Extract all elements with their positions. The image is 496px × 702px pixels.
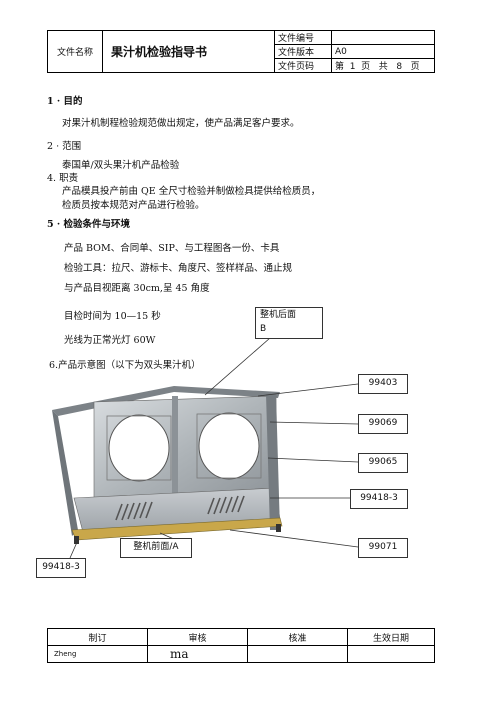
footer-col-reviewed: 审核 [147,628,248,646]
doc-name-label: 文件名称 [47,30,103,73]
callout-99069: 99069 [358,414,408,434]
section-6-title: 6.产品示意图（以下为双头果汁机） [49,360,201,371]
callout-99418-3-left: 99418-3 [36,558,86,578]
footer-reviewed-value: ma [147,645,248,663]
page-label: 文件页码 [274,58,332,73]
section-2-title: 2 · 范围 [47,141,82,152]
section-1-text: 对果汁机制程检验规范做出规定，使产品满足客户要求。 [62,118,300,129]
signature-table: 制订 审核 核准 生效日期 Zheng ma [47,628,435,663]
section-5-line-3: 与产品目视距离 30cm,呈 45 角度 [64,283,210,294]
callout-front-a: 整机前面/A [120,538,192,558]
footer-col-prepared: 制订 [47,628,148,646]
callout-rear-b: 整机后面 B [255,307,323,339]
section-5-title: 5 · 检验条件与环境 [47,219,131,230]
page-value: 第 1 页 共 8 页 [331,58,435,73]
callout-99071: 99071 [358,538,408,558]
callout-99403: 99403 [358,374,408,394]
section-4-title: 4. 职责 [47,173,79,184]
header-table: 文件名称 果汁机检验指导书 文件编号 文件版本 A0 文件页码 第 1 页 共 … [47,30,435,73]
product-photo [52,386,283,544]
section-5-line-5: 光线为正常光灯 60W [64,335,156,346]
footer-col-approved: 核准 [247,628,348,646]
section-1-title: 1 · 目的 [47,96,83,107]
section-4-line-2: 检质员按本规范对产品进行检验。 [62,200,205,211]
section-4-line-1: 产品模具投产前由 QE 全尺寸检验并制做检具提供给检质员， [62,186,321,197]
section-2-text: 泰国单/双头果汁机产品检验 [62,160,180,171]
callout-99418-3-right: 99418-3 [350,489,408,509]
footer-col-effective-date: 生效日期 [347,628,435,646]
footer-prepared-value: Zheng [47,645,148,663]
footer-date-value [347,645,435,663]
section-5-line-1: 产品 BOM、合同单、SIP、与工程图各一份、卡具 [64,243,280,254]
section-5-line-4: 目检时间为 10—15 秒 [64,311,161,322]
section-5-line-2: 检验工具：拉尺、游标卡、角度尺、签样样品、通止规 [64,263,293,274]
footer-approved-value [247,645,348,663]
callout-99065: 99065 [358,453,408,473]
